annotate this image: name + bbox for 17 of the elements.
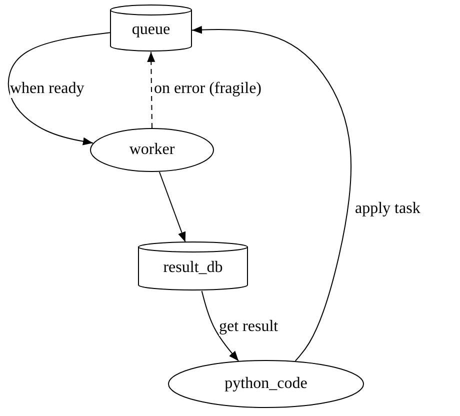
database-cylinder [138, 242, 248, 290]
arrow [201, 290, 240, 362]
arrow [8, 32, 110, 146]
process-ellipse [90, 128, 214, 172]
arrow [192, 26, 352, 362]
node-label: python_code [224, 375, 308, 393]
edge-label: on error (fragile) [154, 80, 262, 98]
database-cylinder [110, 5, 192, 51]
arrow [147, 51, 156, 128]
process-ellipse [168, 360, 364, 408]
node-label: result_db [163, 259, 223, 277]
node-label: queue [132, 21, 170, 39]
edge-label: when ready [10, 80, 84, 98]
arrow [158, 172, 186, 242]
edge-label: get result [219, 318, 278, 336]
edge-label: apply task [355, 200, 420, 218]
node-label: worker [129, 141, 175, 159]
